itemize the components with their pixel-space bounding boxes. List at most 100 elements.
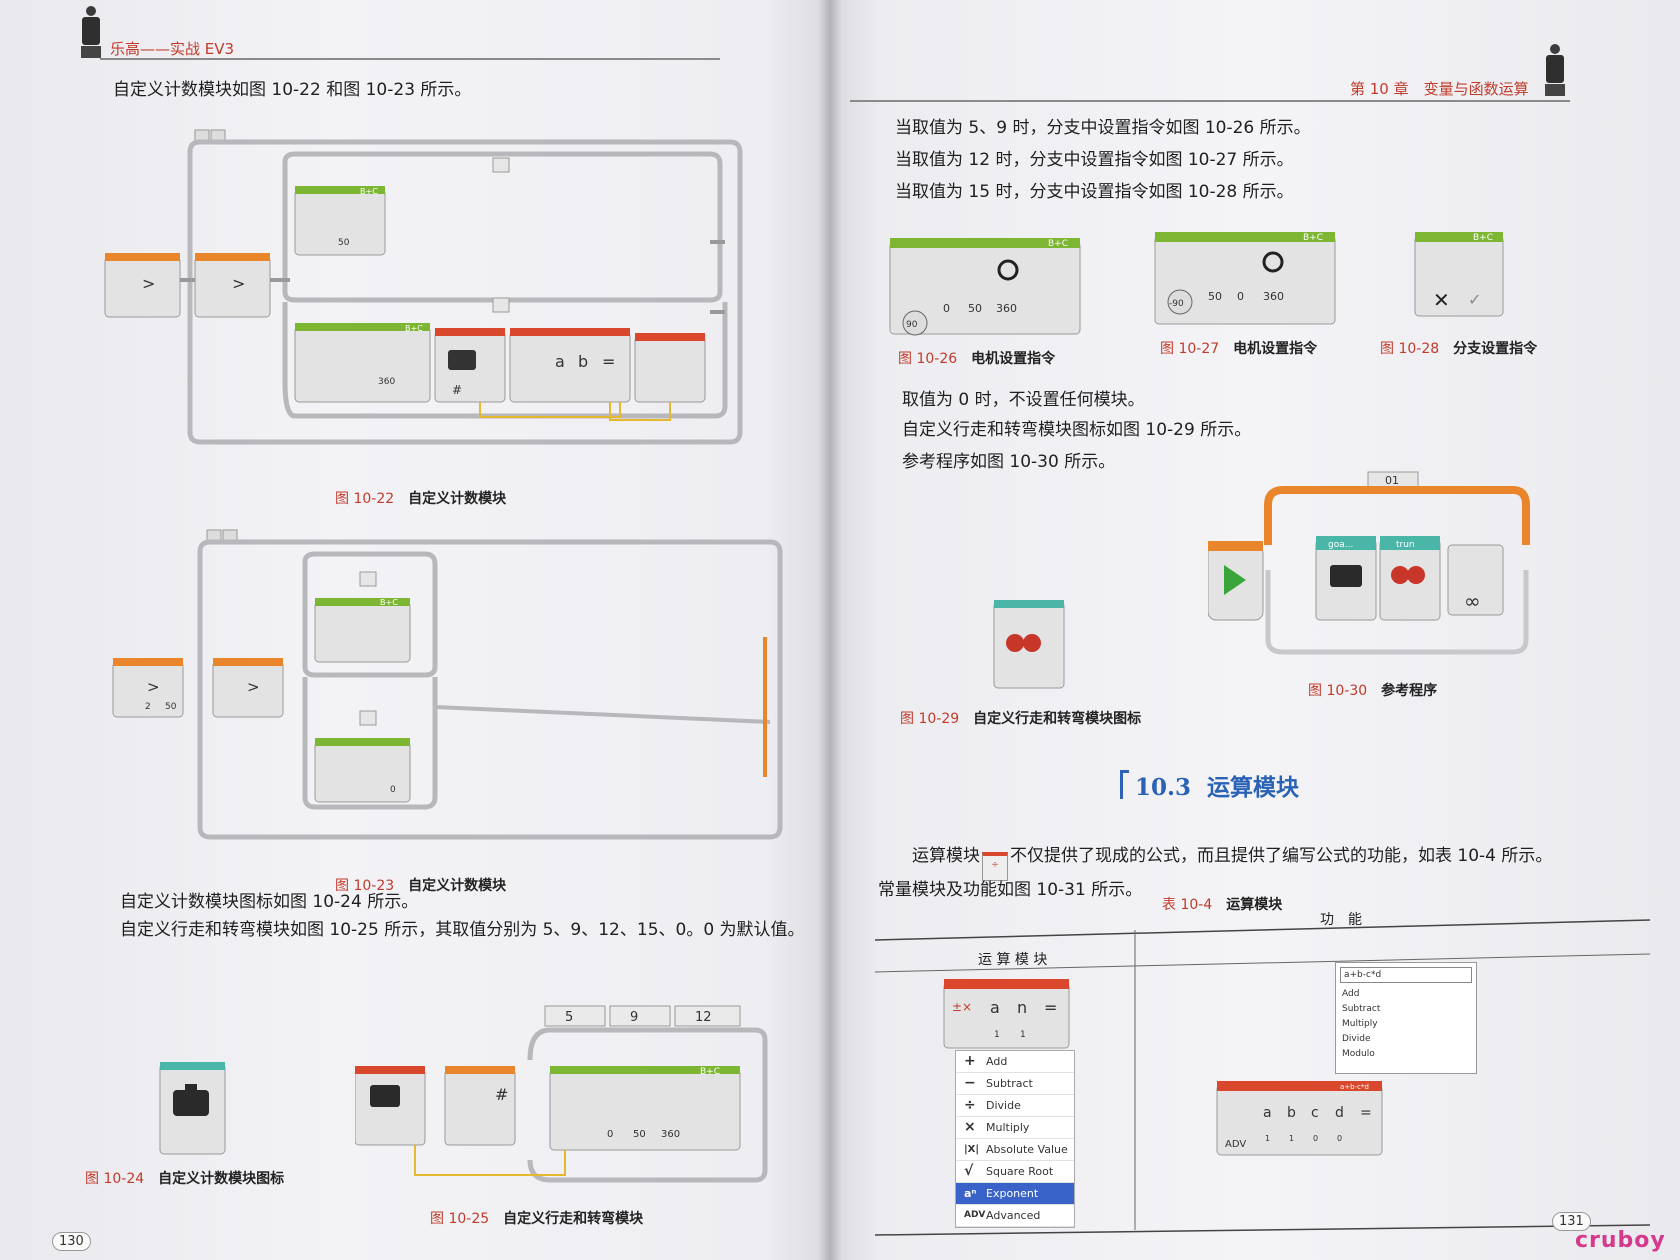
divide-icon: ÷ [964,1097,976,1113]
right-line-1: 当取值为 5、9 时，分支中设置指令如图 10-26 所示。 [895,118,1311,138]
exponent-icon: aⁿ [964,1187,977,1200]
para-b: 常量模块及功能如图 10-31 所示。 [878,880,1143,900]
right-header: 第 10 章 变量与函数运算 [1350,80,1529,98]
fig-10-25-number: 图 10-25 [430,1211,490,1227]
formula-panel: a+b-c*d Add Subtract Multiply Divide Mod… [1335,962,1477,1074]
table-col-2-header: 功 能 [1320,912,1362,928]
adv-var-b: b [1287,1105,1296,1121]
fig23-v0: 0 [390,785,396,795]
list-item[interactable]: Divide [1342,1034,1371,1044]
fig23-gt-1: > [147,678,160,696]
fig22-v50: 50 [338,238,350,248]
fig25-case-12: 12 [695,1010,712,1025]
fig-10-28-number: 图 10-28 [1380,341,1440,357]
fig30-loop-label: 01 [1385,474,1399,487]
fig27-port: B+C [1303,233,1323,243]
multiply-icon: × [964,1119,976,1135]
adv-val-b: 1 [1289,1134,1294,1143]
menu-item-subtract[interactable]: −Subtract [956,1073,1074,1095]
close-icon: ✕ [1433,288,1450,312]
math-block: ±× a n = 1 1 [943,979,1070,1049]
math-block-a: a [990,998,1000,1017]
fig23-v2: 2 [145,702,151,712]
fig-10-27-title: 电机设置指令 [1233,341,1318,357]
fig22-b: b [578,352,588,371]
fig-10-26-title: 电机设置指令 [971,351,1056,367]
fig25-v360: 360 [661,1129,680,1140]
left-header: 乐高——实战 EV3 [110,40,235,58]
fig26-port: B+C [1048,239,1068,249]
fig-10-29-icon [993,600,1065,689]
section-number: 10.3 [1135,774,1192,801]
fig28-port: B+C [1473,233,1493,243]
fig-10-24-title: 自定义计数模块图标 [158,1171,285,1187]
fig-10-24-icon [159,1062,226,1155]
right-page: 第 10 章 变量与函数运算 当取值为 5、9 时，分支中设置指令如图 10-2… [830,0,1680,1260]
adv-eq: = [1360,1105,1372,1121]
fig22-gt-2: > [232,274,245,293]
fig-10-26-diagram: B+C 90 0 50 360 [889,238,1081,336]
fig25-v50: 50 [633,1129,646,1140]
menu-item-label: Absolute Value [986,1143,1068,1156]
math-block-eq: = [1044,998,1057,1017]
fig-10-29-title: 自定义行走和转弯模块图标 [973,711,1142,727]
menu-item-divide[interactable]: ÷Divide [956,1095,1074,1117]
adv-val-a: 1 [1265,1134,1270,1143]
fig27-angle: -90 [1169,299,1184,309]
right-header-rule [850,100,1570,102]
check-icon: ✓ [1468,290,1481,309]
para-a: 运算模块÷不仅提供了现成的公式，而且提供了编写公式的功能，如表 10-4 所示。 [912,846,1552,881]
fig22-a: a [555,352,565,371]
book-gutter [818,0,842,1260]
right-line-5: 自定义行走和转弯模块图标如图 10-29 所示。 [902,420,1252,440]
fig-10-22-diagram: > > a b = B+C B+C # 50 360 [104,129,743,445]
math-mode-menu: +Add −Subtract ÷Divide × Multiply |X|Abso… [955,1050,1075,1228]
menu-item-label: Add [986,1055,1008,1068]
watermark: cruboy [1575,1228,1666,1253]
table-title: 运算模块 [1226,897,1283,913]
menu-item-multiply[interactable]: × Multiply [956,1117,1074,1139]
fig-10-23-title: 自定义计数模块 [408,878,507,894]
list-item[interactable]: Add [1342,989,1360,999]
fig25-case-5: 5 [565,1010,573,1025]
section-heading: 10.3 运算模块 [1120,768,1299,802]
fig-10-25-diagram: 5 9 12 # B+C 0 50 360 [355,1005,768,1183]
fig-10-27-number: 图 10-27 [1160,341,1220,357]
fig26-angle: 90 [906,320,918,330]
menu-item-label: Advanced [986,1209,1041,1222]
menu-item-label: Square Root [986,1165,1054,1178]
menu-item-label: Multiply [986,1121,1030,1134]
fig23-v50: 50 [165,702,177,712]
fig-10-22-number: 图 10-22 [335,491,395,507]
adv-mode: ADV [1225,1139,1246,1150]
fig27-v360: 360 [1263,290,1284,303]
fig23-port: B+C [380,598,398,607]
menu-item-absolute-value[interactable]: |X|Absolute Value [956,1139,1074,1161]
adv-var-a: a [1263,1105,1272,1121]
fig22-port-2: B+C [405,324,423,333]
robot-icon-right [1542,44,1568,98]
list-item[interactable]: Modulo [1342,1049,1375,1059]
para-2: 自定义行走和转弯模块如图 10-25 所示，其取值分别为 5、9、12、15、0… [120,920,805,940]
formula-input[interactable]: a+b-c*d [1340,967,1472,983]
fig30-infinity: ∞ [1464,589,1481,613]
para-a-part1: 运算模块 [912,846,980,866]
adv-var-d: d [1335,1105,1344,1121]
adv-var-c: c [1311,1105,1319,1121]
adv-formula-tab: a+b-c*d [1340,1083,1369,1091]
menu-item-add[interactable]: +Add [956,1051,1074,1073]
menu-item-square-root[interactable]: √Square Root [956,1161,1074,1183]
fig26-v50: 50 [968,302,982,315]
right-page-number: 131 [1552,1212,1591,1231]
fig-10-27-diagram: B+C -90 50 0 360 [1154,232,1336,325]
list-item[interactable]: Subtract [1342,1004,1381,1014]
list-item[interactable]: Multiply [1342,1019,1378,1029]
para-1: 自定义计数模块图标如图 10-24 所示。 [120,892,419,912]
